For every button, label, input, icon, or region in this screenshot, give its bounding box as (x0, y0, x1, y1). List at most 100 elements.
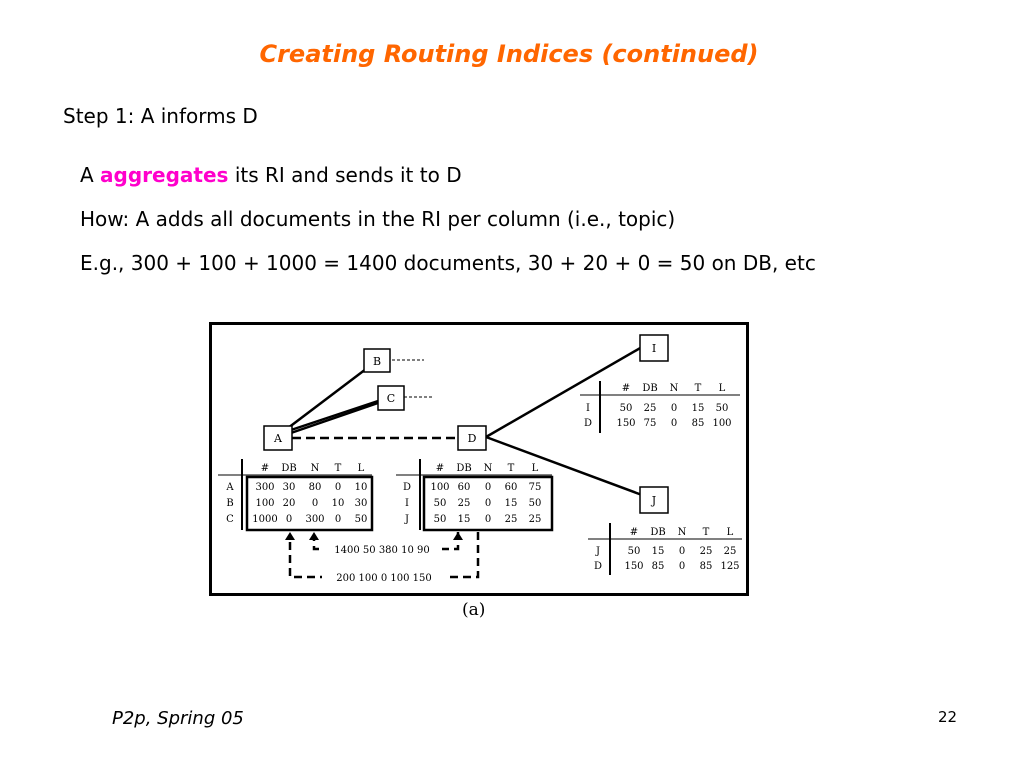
node-d: D (457, 425, 487, 451)
table-i-col-t: T (695, 383, 702, 394)
table-i-cell: 100 (712, 418, 731, 429)
aggregation-arrows (288, 532, 480, 579)
routing-index-figure: B C A D I J # DB N T (209, 322, 749, 596)
node-a: A (263, 425, 293, 451)
table-d-col-t: T (508, 463, 515, 474)
table-i-cell: 0 (671, 418, 677, 429)
bullet-example: E.g., 300 + 100 + 1000 = 1400 documents,… (80, 251, 816, 275)
bullet-how: How: A adds all documents in the RI per … (80, 207, 676, 231)
table-d-cell: 75 (529, 482, 542, 493)
routing-table-d: # DB N T L D 100 60 0 60 75 I 50 25 0 15… (396, 459, 554, 532)
table-a-col-count: # (261, 463, 269, 474)
table-a-row-label: A (225, 482, 234, 493)
table-a-highlight-box (245, 475, 374, 532)
table-d-highlight-box (422, 475, 554, 532)
bullet-aggregate: A aggregates its RI and sends it to D (80, 160, 860, 190)
table-j-col-db: DB (650, 527, 665, 538)
table-j-cell: 0 (679, 546, 685, 557)
figure-caption: (a) (462, 600, 486, 620)
table-j-cell: 50 (628, 546, 641, 557)
table-a-col-n: N (311, 463, 320, 474)
table-d-cell: 50 (434, 498, 447, 509)
agg-arrow-outer (288, 532, 480, 579)
table-d-col-count: # (436, 463, 444, 474)
table-a-cell: 0 (335, 482, 341, 493)
agg-top-bg (324, 542, 442, 556)
table-j-cell: 0 (679, 561, 685, 572)
table-a-cell: 1000 (252, 514, 277, 525)
agg-arrowhead-d (453, 532, 463, 540)
node-b: B (363, 348, 391, 373)
table-a-cell: 80 (309, 482, 322, 493)
bullet1-suffix: its RI and sends it to D (234, 163, 462, 187)
bullet-list: A aggregates its RI and sends it to D Ho… (80, 160, 860, 292)
node-j-label: J (651, 494, 656, 507)
table-j-col-t: T (703, 527, 710, 538)
agg-arrowhead-inner (309, 532, 319, 540)
slide-number: 22 (938, 708, 958, 726)
table-a-cell: 100 (255, 498, 274, 509)
table-a-col-l: L (358, 463, 365, 474)
node-a-label: A (273, 432, 283, 445)
table-a-cell: 10 (355, 482, 368, 493)
agg-arrowhead-outer (285, 532, 295, 540)
table-j-cell: 85 (652, 561, 665, 572)
slide-title: Creating Routing Indices (continued) (259, 40, 759, 68)
table-j-col-count: # (630, 527, 638, 538)
table-j-cell: 125 (720, 561, 739, 572)
table-a-cell: 0 (335, 514, 341, 525)
table-d-cell: 25 (458, 498, 471, 509)
table-d-col-db: DB (456, 463, 471, 474)
table-i-cell: 25 (644, 403, 657, 414)
table-i-row-label: D (584, 418, 592, 429)
edge-d-i (485, 345, 643, 439)
routing-diagram: B C A D I J # DB N T (218, 334, 742, 584)
table-a-cell: 30 (283, 482, 296, 493)
table-j-cell: 25 (700, 546, 713, 557)
table-j-col-n: N (678, 527, 687, 538)
step-heading: Step 1: A informs D (63, 104, 258, 128)
aggregate-sent-to-d: 1400 50 380 10 90 (334, 545, 429, 556)
table-d-cell: 25 (505, 514, 518, 525)
table-j-cell: 25 (724, 546, 737, 557)
agg-bottom-bg (322, 570, 446, 584)
table-a-cell: 0 (286, 514, 292, 525)
aggregates-highlight: aggregates (100, 163, 229, 187)
bullet1-prefix: A (80, 163, 94, 187)
edge-a-c (287, 399, 379, 433)
node-c: C (377, 385, 405, 411)
table-i-cell: 50 (716, 403, 729, 414)
table-d-row-label: D (403, 482, 411, 493)
edge-a-b (287, 368, 367, 429)
table-a-row-label: B (226, 498, 233, 509)
routing-table-j: # DB N T L J 50 15 0 25 25 D 150 85 0 85… (588, 523, 742, 575)
node-b-label: B (373, 355, 381, 368)
table-a-cell: 300 (305, 514, 324, 525)
table-d-col-n: N (484, 463, 493, 474)
table-d-col-l: L (532, 463, 539, 474)
table-j-row-label: J (595, 546, 600, 557)
table-a-cell: 30 (355, 498, 368, 509)
table-j-cell: 15 (652, 546, 665, 557)
routing-table-a: # DB N T L A 300 30 80 0 10 B 100 20 0 1… (218, 459, 374, 532)
node-d-label: D (468, 432, 477, 445)
table-d-cell: 0 (485, 498, 491, 509)
table-a-cell: 10 (332, 498, 345, 509)
table-i-col-n: N (670, 383, 679, 394)
table-d-cell: 100 (430, 482, 449, 493)
table-i-cell: 15 (692, 403, 705, 414)
table-d-row-label: J (404, 514, 409, 525)
table-i-cell: 50 (620, 403, 633, 414)
table-i-cell: 0 (671, 403, 677, 414)
footer-course: P2p, Spring 05 (112, 708, 244, 729)
table-d-cell: 60 (505, 482, 518, 493)
table-i-cell: 150 (616, 418, 635, 429)
table-a-row-label: C (226, 514, 234, 525)
table-a-col-db: DB (281, 463, 296, 474)
node-c-label: C (387, 392, 395, 405)
table-j-cell: 150 (624, 561, 643, 572)
routing-table-i: # DB N T L I 50 25 0 15 50 D 150 75 0 85… (580, 381, 740, 433)
table-d-cell: 50 (529, 498, 542, 509)
aggregate-sent-to-a: 200 100 0 100 150 (336, 573, 431, 584)
table-a-cell: 50 (355, 514, 368, 525)
